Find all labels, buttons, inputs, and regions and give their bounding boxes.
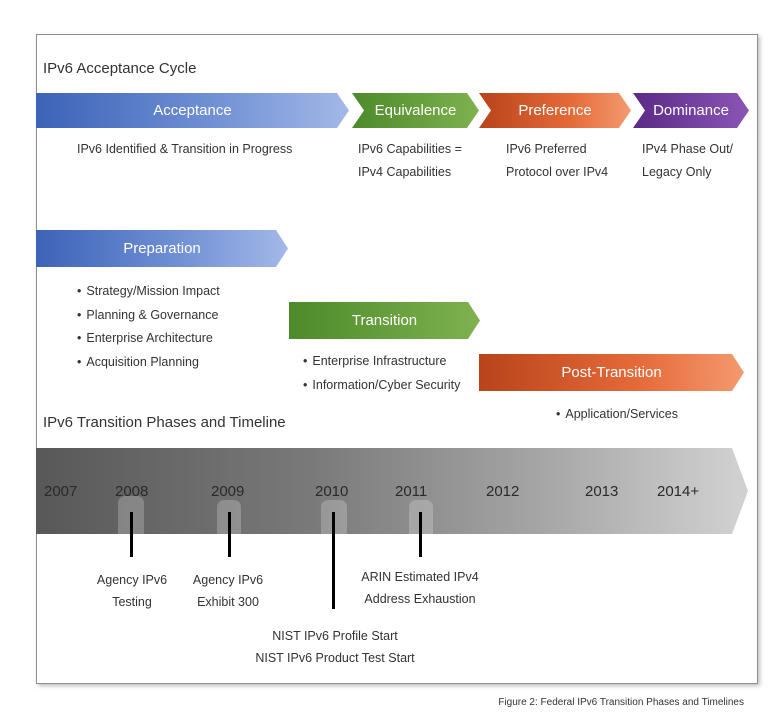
milestone-agency-exhibit-label: Agency IPv6 Exhibit 300	[178, 569, 278, 613]
phase-preparation-arrow: Preparation	[36, 230, 288, 267]
figure-caption: Figure 2: Federal IPv6 Transition Phases…	[498, 697, 744, 708]
stage-acceptance-label: Acceptance	[153, 102, 232, 119]
timeline-title: IPv6 Transition Phases and Timeline	[43, 414, 286, 431]
milestone-tick	[332, 512, 335, 609]
timeline-year: 2013	[585, 483, 619, 500]
acceptance-cycle-title: IPv6 Acceptance Cycle	[43, 60, 197, 77]
stage-equivalence-arrow: Equivalence	[352, 93, 479, 128]
stage-acceptance-arrow: Acceptance	[36, 93, 349, 128]
milestone-tick	[419, 512, 422, 557]
phase-transition-arrow: Transition	[289, 302, 480, 339]
milestone-agency-testing-label: Agency IPv6 Testing	[82, 569, 182, 613]
stage-dominance-arrow: Dominance	[633, 93, 749, 128]
milestone-tick	[130, 512, 133, 557]
timeline-year: 2011	[395, 483, 428, 500]
stage-equivalence-desc: IPv6 Capabilities = IPv4 Capabilities	[358, 138, 462, 184]
milestone-label-line: Agency IPv6	[96, 573, 168, 587]
stage-preference-arrow: Preference	[479, 93, 631, 128]
milestone-label-line: ARIN Estimated IPv4	[361, 570, 479, 584]
stage-dominance-desc: IPv4 Phase Out/ Legacy Only	[642, 138, 733, 184]
stage-acceptance-desc: IPv6 Identified & Transition in Progress	[77, 138, 292, 161]
stage-dominance-desc-line: Legacy Only	[642, 165, 712, 179]
phase-post-transition-list: Application/Services	[556, 403, 678, 427]
timeline-year: 2009	[211, 483, 245, 500]
stage-preference-desc-line: IPv6 Preferred	[506, 142, 587, 156]
milestone-nist-label: NIST IPv6 Profile Start NIST IPv6 Produc…	[245, 625, 425, 669]
stage-equivalence-label: Equivalence	[374, 102, 457, 119]
timeline-year: 2012	[486, 483, 520, 500]
list-item: Information/Cyber Security	[303, 374, 460, 398]
milestone-label-line: Address Exhaustion	[364, 592, 476, 606]
timeline-year: 2007	[44, 483, 78, 500]
milestone-label-line: Testing	[112, 595, 152, 609]
milestone-arin-label: ARIN Estimated IPv4 Address Exhaustion	[350, 566, 490, 610]
stage-dominance-desc-line: IPv4 Phase Out/	[642, 142, 734, 156]
phase-preparation-label: Preparation	[123, 240, 201, 257]
phase-post-transition-arrow: Post-Transition	[479, 354, 744, 391]
phase-post-transition-label: Post-Transition	[561, 364, 662, 381]
stage-equivalence-desc-line: IPv4 Capabilities	[358, 165, 452, 179]
stage-equivalence-desc-line: IPv6 Capabilities =	[358, 142, 462, 156]
stage-preference-label: Preference	[518, 102, 592, 119]
stage-dominance-label: Dominance	[653, 102, 729, 119]
list-item: Acquisition Planning	[77, 351, 220, 375]
phase-transition-list: Enterprise Infrastructure Information/Cy…	[303, 350, 460, 397]
list-item: Application/Services	[556, 403, 678, 427]
list-item: Strategy/Mission Impact	[77, 280, 219, 304]
timeline-year: 2010	[315, 483, 349, 500]
timeline-year: 2008	[115, 483, 149, 500]
stage-preference-desc-line: Protocol over IPv4	[506, 165, 609, 179]
timeline-year: 2014+	[657, 483, 700, 500]
milestone-label-line: NIST IPv6 Product Test Start	[255, 651, 415, 665]
phase-transition-label: Transition	[351, 312, 418, 329]
list-item: Planning & Governance	[77, 304, 220, 328]
timeline-band	[36, 448, 732, 534]
stage-acceptance-desc-line: IPv6 Identified & Transition in Progress	[77, 142, 293, 156]
milestone-tick	[228, 512, 231, 557]
milestone-label-line: Exhibit 300	[197, 595, 259, 609]
milestone-label-line: Agency IPv6	[192, 573, 264, 587]
phase-preparation-list: Strategy/Mission Impact Planning & Gover…	[77, 280, 220, 375]
list-item: Enterprise Infrastructure	[303, 350, 460, 374]
stage-preference-desc: IPv6 Preferred Protocol over IPv4	[506, 138, 608, 184]
milestone-label-line: NIST IPv6 Profile Start	[272, 629, 398, 643]
list-item: Enterprise Architecture	[77, 327, 220, 351]
